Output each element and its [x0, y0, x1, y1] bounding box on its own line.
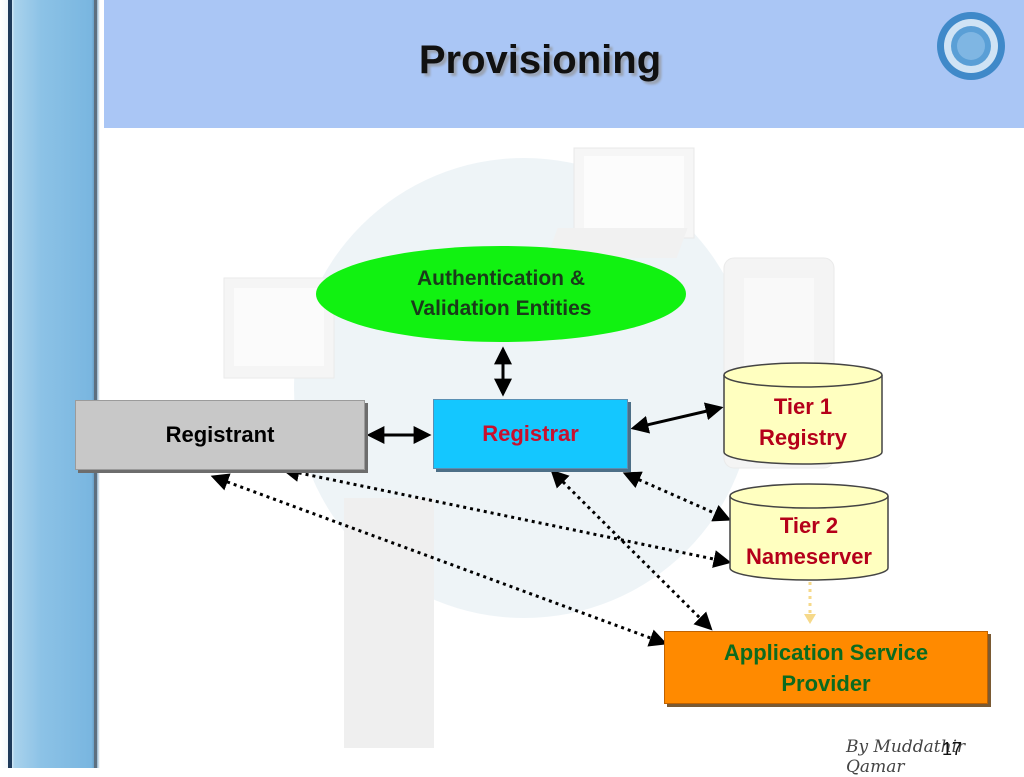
left-decor-bar: [0, 0, 104, 768]
left-bar-inner-edge: [94, 0, 97, 768]
tier1-registry-label: Tier 1 Registry: [724, 391, 882, 453]
tier2-nameserver-cylinder: [729, 483, 889, 581]
tier2-line-2: Nameserver: [746, 544, 872, 569]
registrar-node: Registrar: [433, 399, 628, 469]
authentication-validation-entities-node: Authentication & Validation Entities: [316, 246, 686, 342]
asp-line-2: Provider: [781, 670, 871, 696]
asp-line-1: Application Service: [723, 639, 929, 665]
registrant-node: Registrant: [75, 400, 365, 470]
slide-header: [104, 0, 1024, 128]
application-service-provider-node: Application Service Provider: [664, 631, 988, 704]
dotted-arrow-registrar-asp: [550, 469, 713, 631]
tier1-line-1: Tier 1: [773, 394, 833, 419]
dotted-arrow-registrant-tier2: [281, 464, 732, 568]
page-number: 17: [942, 739, 963, 759]
auth-line-2: Validation Entities: [410, 297, 592, 320]
tier2-line-1: Tier 2: [779, 513, 839, 538]
tier2-nameserver-label: Tier 2 Nameserver: [730, 510, 888, 572]
tier1-line-2: Registry: [758, 425, 848, 450]
arrow-registrar-tier1: [630, 402, 724, 434]
umt-logo-icon: [937, 12, 1005, 80]
tier1-registry-cylinder: [723, 362, 883, 465]
auth-line-1: Authentication &: [417, 267, 585, 290]
slide-title: Provisioning: [418, 38, 662, 82]
dotted-arrow-registrant-asp: [210, 473, 668, 647]
author-signature: By Muddathir Qamar: [846, 737, 966, 777]
left-bar-edge: [8, 0, 12, 768]
dotted-arrow-registrar-tier2: [622, 471, 732, 522]
